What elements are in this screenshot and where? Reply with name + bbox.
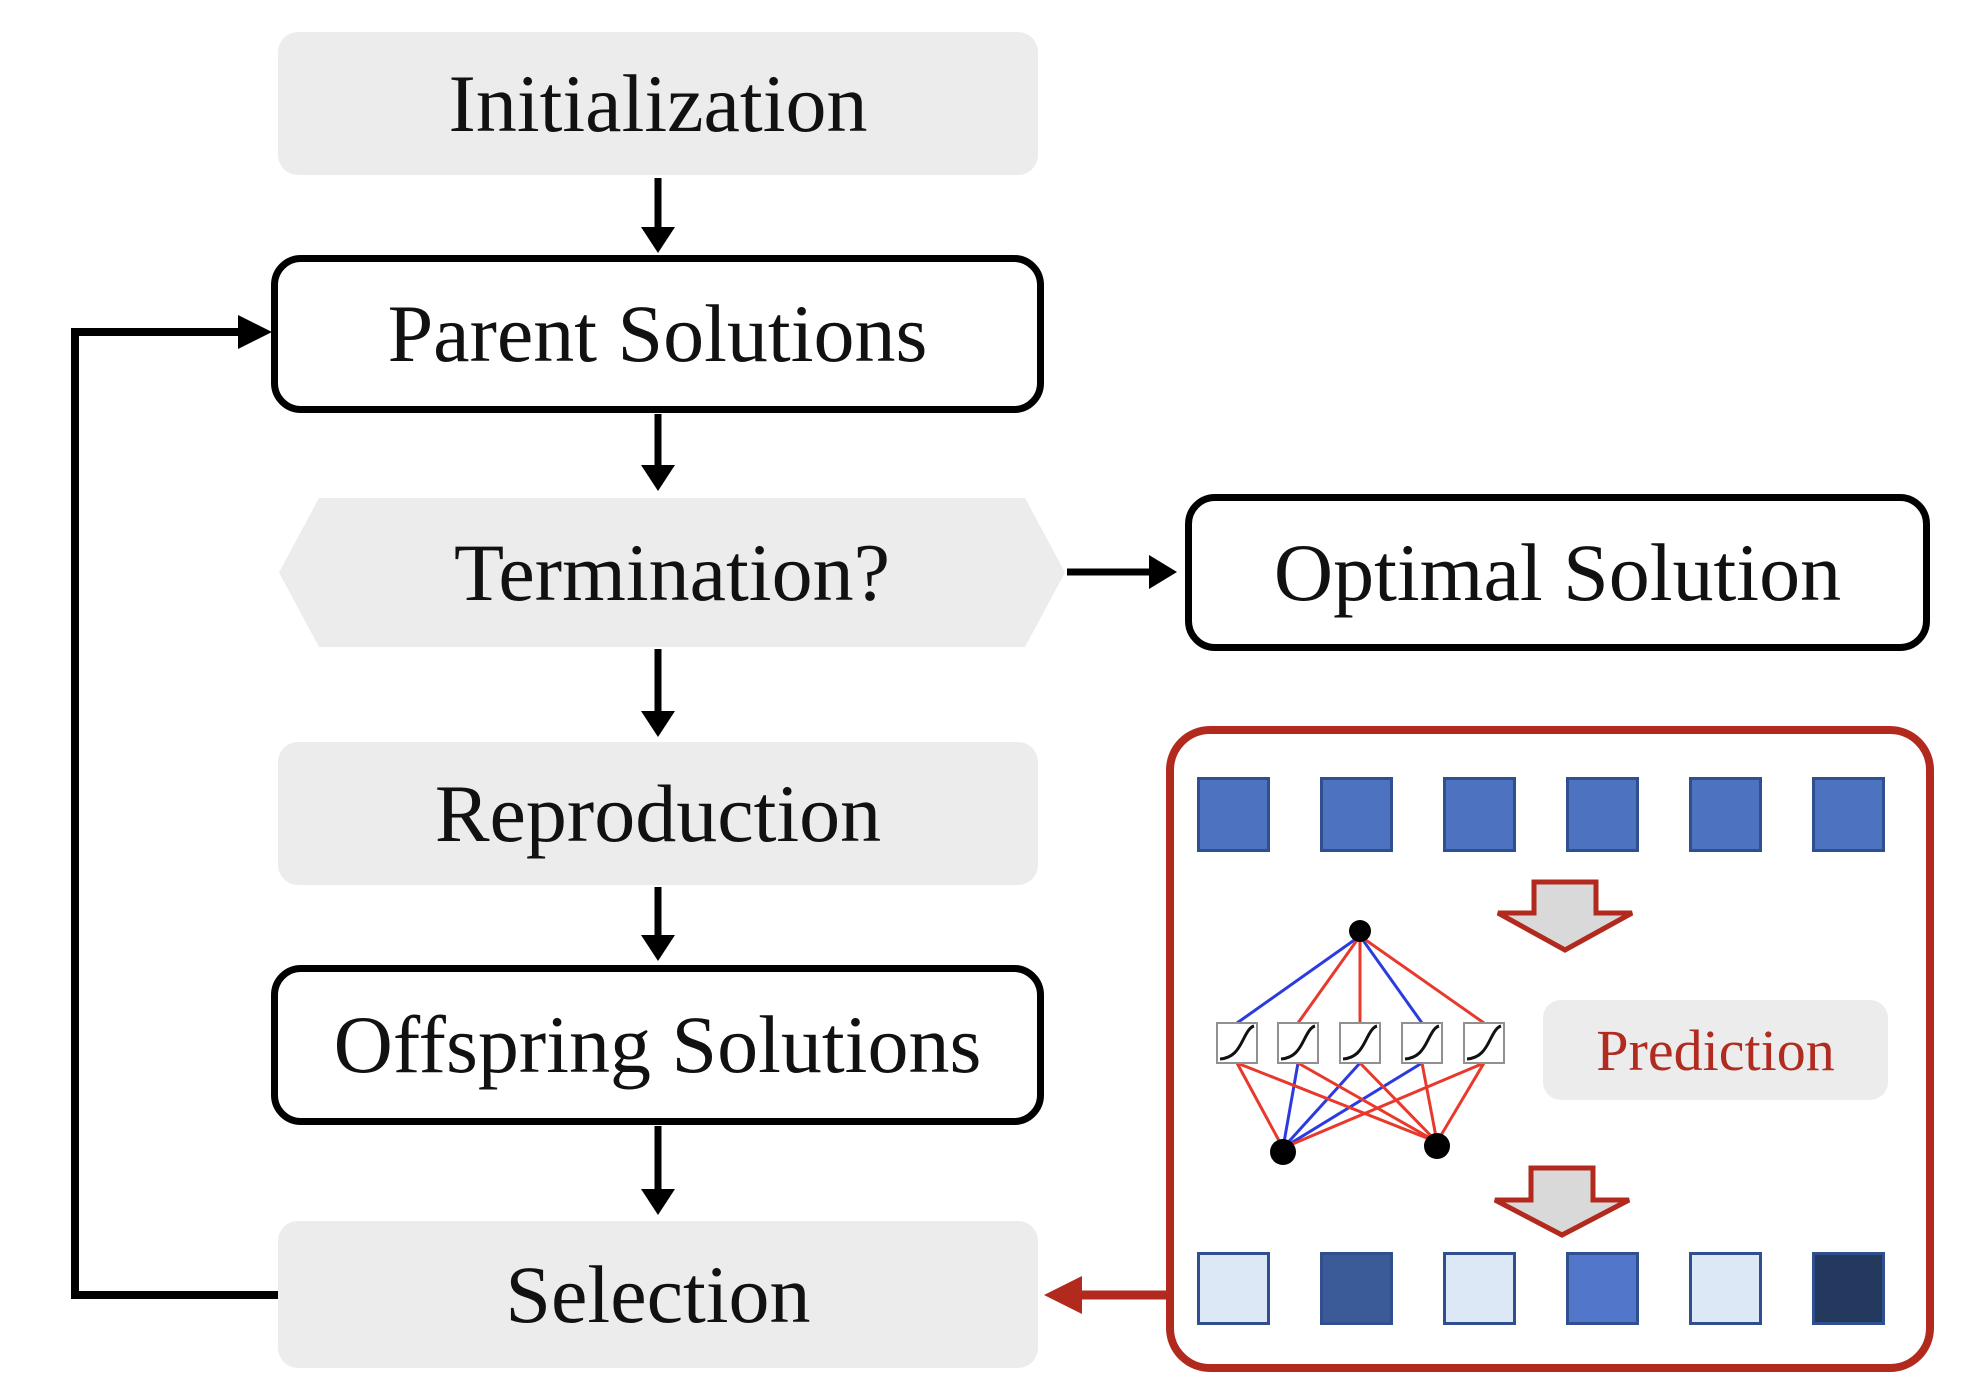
nn-input-node bbox=[1349, 920, 1371, 942]
population-cell bbox=[1197, 777, 1270, 852]
nn-edge bbox=[1359, 934, 1485, 1025]
sigmoid-curve-icon bbox=[1219, 1024, 1255, 1061]
nn-activation-boxes bbox=[1216, 1022, 1505, 1064]
predicted-cell bbox=[1443, 1252, 1516, 1325]
predicted-cell bbox=[1197, 1252, 1270, 1325]
nn-output-node bbox=[1270, 1139, 1296, 1165]
node-termination-decision: Termination? bbox=[279, 498, 1065, 647]
nn-edge bbox=[1358, 1061, 1439, 1144]
nn-edge bbox=[1420, 1062, 1439, 1143]
nn-edge bbox=[1282, 1061, 1485, 1150]
predicted-cell bbox=[1689, 1252, 1762, 1325]
nn-edge bbox=[1281, 1061, 1362, 1150]
predicted-cell bbox=[1320, 1252, 1393, 1325]
nn-hidden-activation-box bbox=[1339, 1022, 1381, 1064]
node-offspring-solutions: Offspring Solutions bbox=[271, 965, 1044, 1125]
nn-top-edges bbox=[1236, 934, 1485, 1025]
predicted-cell bbox=[1566, 1252, 1639, 1325]
sigmoid-curve-icon bbox=[1342, 1024, 1378, 1061]
nn-hidden-activation-box bbox=[1463, 1022, 1505, 1064]
nn-edge bbox=[1236, 1061, 1438, 1144]
prediction-label-text: Prediction bbox=[1596, 1017, 1835, 1083]
nn-edge bbox=[1297, 1061, 1438, 1144]
nn-edge bbox=[1236, 934, 1361, 1025]
prediction-label: Prediction bbox=[1543, 1000, 1888, 1100]
node-reproduction: Reproduction bbox=[278, 742, 1038, 885]
nn-edge bbox=[1296, 935, 1362, 1024]
arrow-parent-to-termination bbox=[641, 414, 675, 491]
arrow-termination-to-reproduction bbox=[641, 649, 675, 737]
node-parent-solutions: Parent Solutions bbox=[271, 255, 1044, 413]
nn-output-node bbox=[1424, 1133, 1450, 1159]
sigmoid-curve-icon bbox=[1404, 1024, 1440, 1061]
nn-hidden-activation-box bbox=[1216, 1022, 1258, 1064]
nn-hidden-activation-box bbox=[1277, 1022, 1319, 1064]
population-cell bbox=[1689, 777, 1762, 852]
nn-hidden-activation-box bbox=[1401, 1022, 1443, 1064]
population-cell bbox=[1812, 777, 1885, 852]
node-initialization: Initialization bbox=[278, 32, 1038, 175]
node-optimal-solution: Optimal Solution bbox=[1185, 494, 1930, 651]
population-cell bbox=[1443, 777, 1516, 852]
nn-edge bbox=[1435, 1062, 1486, 1143]
arrow-offspring-to-selection bbox=[641, 1126, 675, 1215]
prediction-panel-border bbox=[1166, 726, 1934, 1372]
node-selection: Selection bbox=[278, 1221, 1038, 1368]
nn-edge bbox=[1235, 1062, 1285, 1149]
block-arrow-down-icon bbox=[1493, 1165, 1631, 1238]
nn-edge bbox=[1358, 935, 1424, 1024]
arrow-panel-to-selection bbox=[1044, 1276, 1170, 1314]
arrow-reproduction-to-offspring bbox=[641, 887, 675, 961]
arrow-termination-to-optimal bbox=[1067, 555, 1177, 589]
sigmoid-curve-icon bbox=[1280, 1024, 1316, 1061]
arrow-initialization-to-parent bbox=[641, 178, 675, 253]
nn-bottom-edges bbox=[1235, 1061, 1486, 1150]
nn-edge bbox=[1282, 1061, 1423, 1150]
block-arrow-down-icon bbox=[1496, 879, 1634, 953]
sigmoid-curve-icon bbox=[1466, 1024, 1502, 1061]
population-cell bbox=[1566, 777, 1639, 852]
predicted-cell bbox=[1812, 1252, 1885, 1325]
feedback-loop-selection-to-parent bbox=[71, 315, 278, 1299]
population-cell bbox=[1320, 777, 1393, 852]
nn-edge bbox=[1281, 1062, 1300, 1149]
